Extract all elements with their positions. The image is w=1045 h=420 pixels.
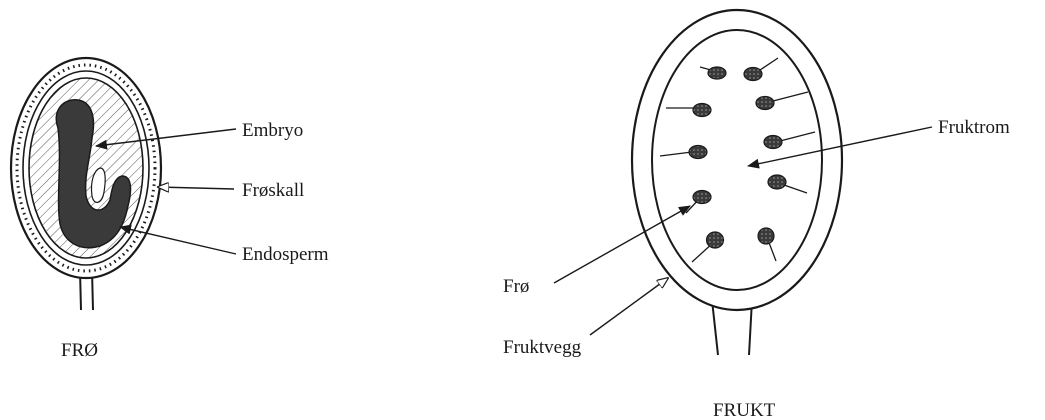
fruit-cavity: [652, 30, 822, 290]
label-endosperm: Endosperm: [242, 244, 329, 265]
seed: [693, 104, 711, 117]
label-embryo: Embryo: [242, 120, 303, 141]
seed: [689, 146, 707, 159]
seed: [756, 97, 774, 110]
seed: [744, 68, 762, 81]
label-seed: Frø: [503, 276, 529, 297]
label-seed-coat: Frøskall: [242, 180, 304, 201]
seed: [693, 191, 711, 204]
fruit-caption: FRUKT: [713, 400, 776, 420]
seed: [764, 136, 782, 149]
seed: [768, 175, 786, 189]
seed-coat-pointer: [158, 187, 234, 189]
seed: [758, 228, 774, 244]
label-fruit-cavity: Fruktrom: [938, 117, 1010, 138]
seed-diagram: Embryo Frøskall Endosperm FRØ: [11, 58, 329, 361]
seed: [708, 67, 726, 79]
fruit-diagram: Fruktrom Frø Fruktvegg FRUKT: [503, 10, 1010, 420]
label-fruit-wall: Fruktvegg: [503, 337, 582, 358]
fruit-wall-pointer: [590, 278, 668, 335]
seed-caption: FRØ: [61, 340, 98, 361]
seed: [707, 232, 724, 248]
